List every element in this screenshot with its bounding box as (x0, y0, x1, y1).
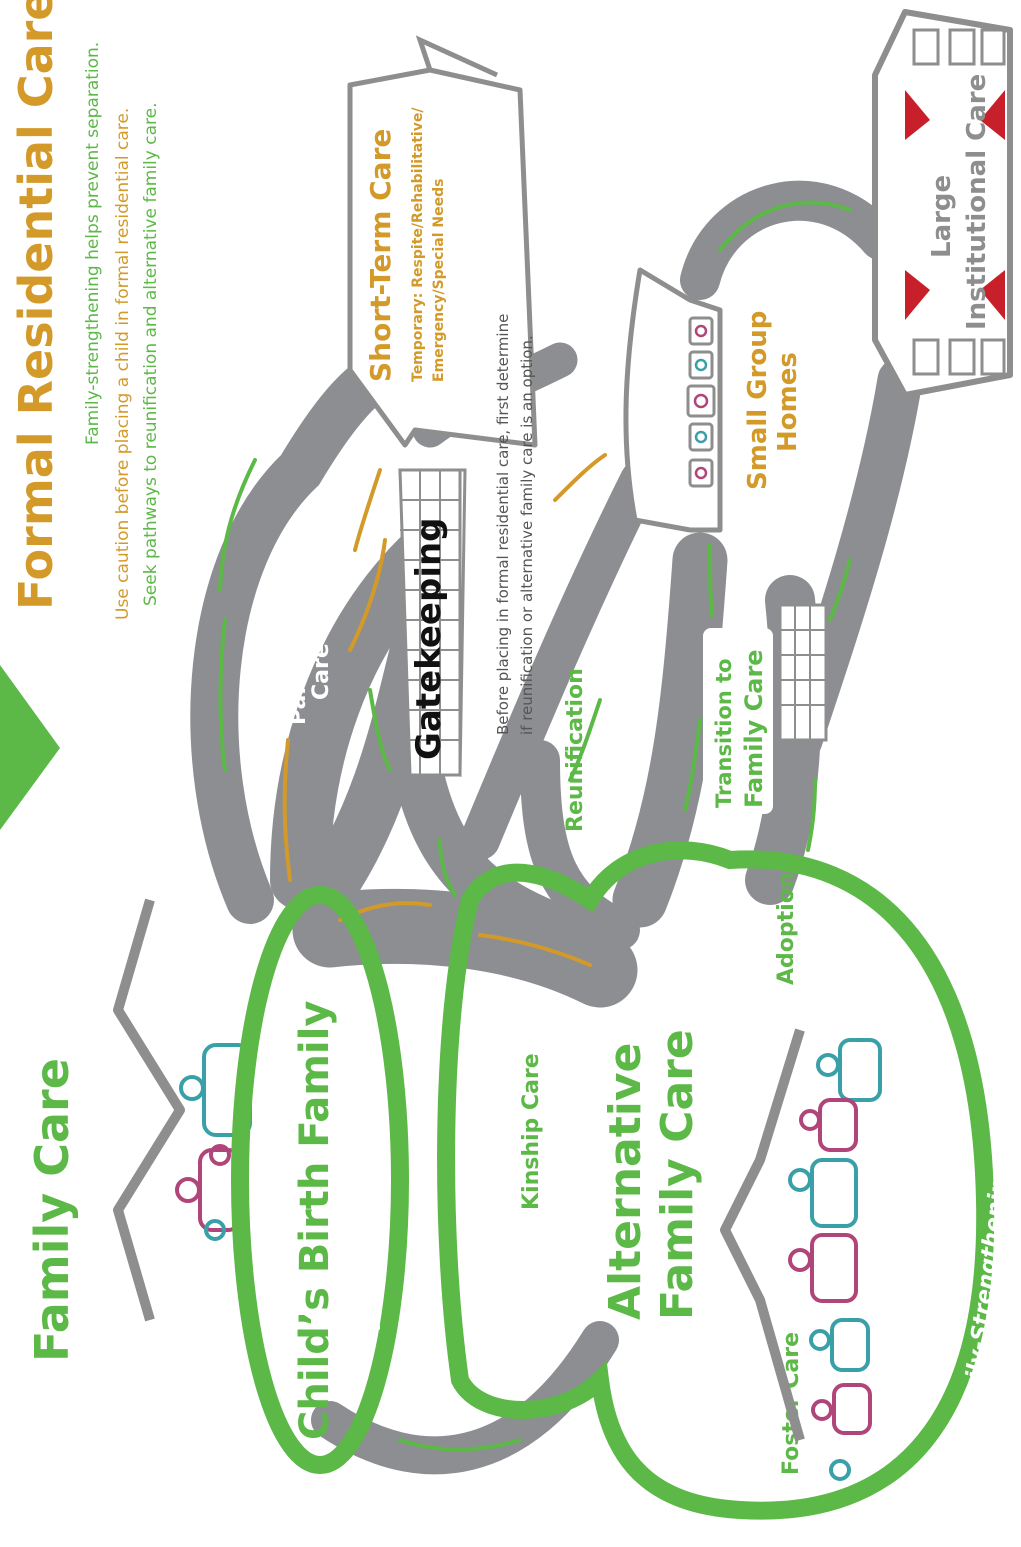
alternative-care-outline (437, 841, 995, 1520)
family-figures-icon (788, 1038, 882, 1481)
arrow-icon (683, 718, 702, 812)
separation-parental: Parental (286, 620, 311, 725)
arrow-icon (218, 458, 257, 592)
birth-family-oval (231, 886, 409, 1474)
arrow-icon (353, 468, 382, 552)
separation-care: Care (309, 643, 334, 700)
large-institutional-building (872, 9, 1013, 398)
arrow-icon (282, 738, 292, 882)
alternative-care-title-1: Alternative (600, 1043, 651, 1320)
residential-note-2: Use caution before placing a child in fo… (113, 108, 133, 620)
residential-care-title: Formal Residential Care (9, 0, 63, 610)
alternative-care-house (720, 1028, 882, 1481)
arrow-icon (708, 543, 714, 617)
transition-to-label: Transition to (712, 658, 736, 808)
gate-icon (398, 468, 467, 777)
alternative-care-title-2: Family Care (652, 1029, 703, 1320)
gold-arrows (282, 453, 607, 967)
adoption-label: Adoption (774, 873, 799, 985)
gatekeeping-label: Gatekeeping (409, 517, 449, 760)
large-institutional-title-2: Institutional Care (962, 74, 992, 330)
residential-note-3: Seek pathways to reunification and alter… (141, 103, 161, 606)
family-care-title: Family Care (25, 1058, 79, 1362)
gatekeeping-note-2: if reunification or alternative family c… (518, 335, 536, 735)
gate-icon (778, 603, 828, 742)
short-term-care-sub-1: Temporary: Respite/Rehabilitative/ (410, 107, 426, 382)
short-term-care-title: Short-Term Care (364, 129, 397, 382)
separation-label: Separation (249, 692, 274, 828)
arrow-icon (828, 558, 852, 622)
arrow-icon (553, 453, 607, 502)
green-arrows (218, 200, 852, 1452)
small-group-homes-title-2: Homes (773, 352, 803, 452)
large-institutional-title-1: Large (927, 175, 957, 258)
arrow-icon (398, 1438, 522, 1452)
triangle-marker-icon (0, 665, 60, 830)
small-group-homes-title-1: Small Group (743, 311, 773, 490)
short-term-care-building (347, 35, 538, 448)
birth-family-strengthening: Family-Strengthening (361, 1074, 385, 1330)
house-icon (720, 1028, 805, 1442)
gatekeeping-note-1: Before placing in formal residential car… (494, 314, 512, 735)
arrow-icon (806, 778, 817, 852)
x-mark-icon (905, 90, 1005, 320)
arrow-icon (348, 538, 387, 652)
arrow-icon (218, 618, 227, 772)
transition-label-box (703, 628, 773, 814)
birth-family-label: Child’s Birth Family (292, 1001, 338, 1440)
kinship-care-label: Kinship Care (519, 1053, 544, 1210)
arrow-icon (718, 200, 852, 252)
arrow-icon (568, 698, 602, 782)
separation-from: from (273, 686, 287, 718)
alternative-strengthening: Family-Strengthening (956, 1162, 1013, 1431)
arrow-icon (368, 688, 392, 772)
residential-note-1: Family-strengthening helps prevent separ… (83, 42, 103, 445)
reunification-label: Reunification (563, 668, 588, 832)
short-term-care-sub-2: Emergency/Special Needs (431, 179, 447, 382)
transition-family-care-label: Family Care (740, 649, 768, 808)
small-group-homes-building (623, 267, 723, 533)
arrow-icon (478, 933, 592, 967)
arrow-icon (438, 838, 457, 897)
family-figures-icon (693, 324, 709, 480)
house-icon (113, 898, 185, 1322)
birth-family-house (113, 898, 252, 1322)
